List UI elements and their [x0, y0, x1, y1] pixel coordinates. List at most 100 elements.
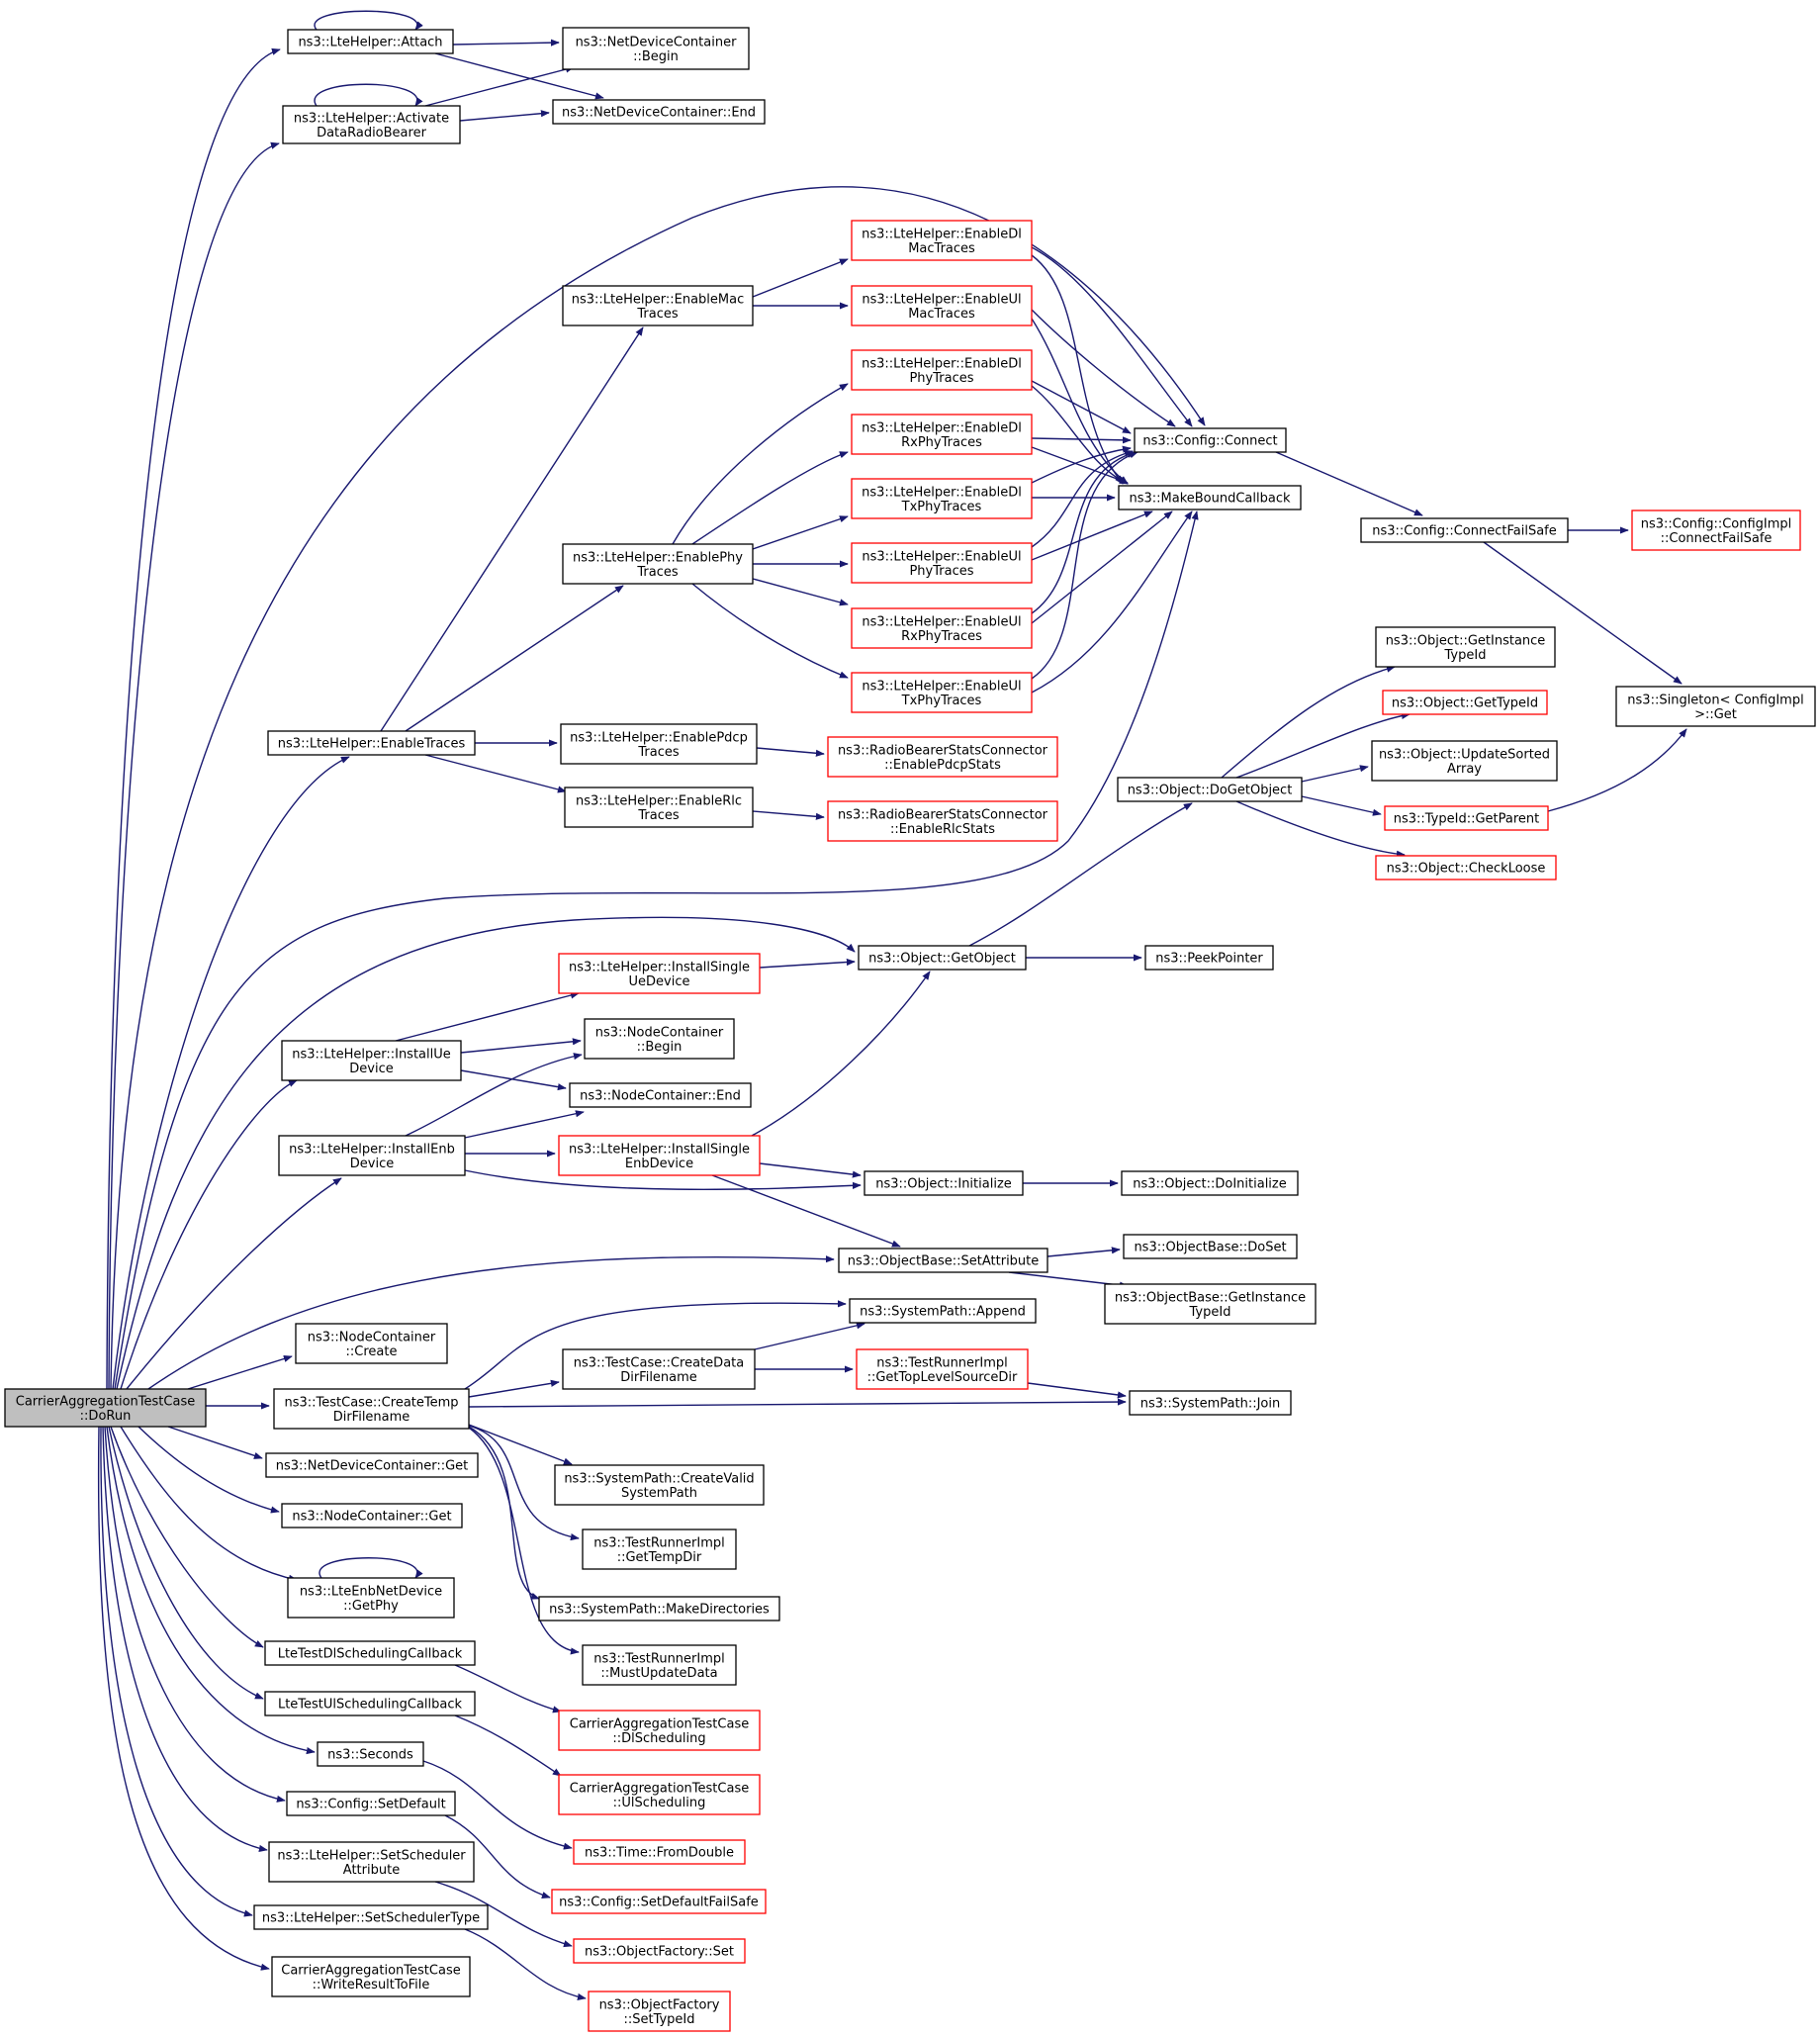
node-label-line: ns3::NodeContainer::Get: [292, 1510, 451, 1525]
node-make-bound[interactable]: ns3::MakeBoundCallback: [1118, 485, 1302, 510]
node-sp-join[interactable]: ns3::SystemPath::Join: [1129, 1390, 1292, 1416]
node-label-line: ns3::LteHelper::EnableUl: [862, 679, 1021, 694]
node-label-line: ns3::SystemPath::CreateValid: [564, 1471, 754, 1486]
node-typeid-getparent[interactable]: ns3::TypeId::GetParent: [1384, 805, 1549, 831]
node-config-connect[interactable]: ns3::Config::Connect: [1134, 427, 1287, 453]
node-of-settypeid[interactable]: ns3::ObjectFactory::SetTypeId: [588, 1991, 731, 2032]
node-rbsc-pdcp[interactable]: ns3::RadioBearerStatsConnector::EnablePd…: [827, 736, 1058, 778]
node-box: [268, 1841, 475, 1883]
node-label-line: ns3::SystemPath::Join: [1140, 1397, 1280, 1412]
node-get-typeid[interactable]: ns3::Object::GetTypeId: [1382, 690, 1548, 715]
node-root[interactable]: CarrierAggregationTestCase::DoRun: [4, 1388, 207, 1428]
node-label-line: ns3::MakeBoundCallback: [1129, 492, 1291, 507]
node-box: [1631, 510, 1801, 551]
node-label-line: ns3::TestCase::CreateData: [574, 1355, 744, 1370]
edge-ultxphy-makebound: [1031, 510, 1193, 694]
node-label-line: ns3::LteHelper::EnableRlc: [576, 793, 742, 808]
node-singleton-get[interactable]: ns3::Singleton< ConfigImpl >::Get: [1615, 686, 1816, 727]
node-peek-pointer[interactable]: ns3::PeekPointer: [1144, 945, 1274, 971]
node-box: [1371, 740, 1558, 782]
node-label-line: ::GetTopLevelSourceDir: [867, 1370, 1018, 1385]
node-enable-traces[interactable]: ns3::LteHelper::EnableTraces: [267, 730, 476, 756]
node-box: [569, 1082, 752, 1108]
node-nc-end[interactable]: ns3::NodeContainer::End: [569, 1082, 752, 1108]
node-label-line: LteTestUlSchedulingCallback: [278, 1698, 463, 1713]
node-config-setdefault[interactable]: ns3::Config::SetDefault: [286, 1791, 456, 1816]
node-get-top-level[interactable]: ns3::TestRunnerImpl::GetTopLevelSourceDi…: [856, 1348, 1029, 1390]
node-set-sched-type[interactable]: ns3::LteHelper::SetSchedulerType: [253, 1904, 489, 1930]
edge-createdata-append: [754, 1322, 865, 1350]
node-obj-initialize[interactable]: ns3::Object::Initialize: [864, 1170, 1024, 1196]
node-dl-sched-cb[interactable]: LteTestDlSchedulingCallback: [264, 1640, 476, 1666]
node-box: [851, 285, 1033, 326]
edge-ulphy-makebound: [1031, 510, 1153, 561]
node-obj-doinitialize[interactable]: ns3::Object::DoInitialize: [1121, 1170, 1299, 1196]
node-ul-sched-cb[interactable]: LteTestUlSchedulingCallback: [264, 1691, 476, 1716]
node-sp-append[interactable]: ns3::SystemPath::Append: [849, 1298, 1037, 1324]
node-do-set[interactable]: ns3::ObjectBase::DoSet: [1123, 1234, 1298, 1259]
node-config-setdefault-fs[interactable]: ns3::Config::SetDefaultFailSafe: [551, 1889, 767, 1914]
node-do-get-object[interactable]: ns3::Object::DoGetObject: [1117, 777, 1303, 802]
node-nc-get[interactable]: ns3::NodeContainer::Get: [281, 1503, 463, 1528]
node-nc-create[interactable]: ns3::NodeContainer::Create: [295, 1323, 448, 1364]
node-time-fromdouble[interactable]: ns3::Time::FromDouble: [573, 1839, 746, 1865]
node-attach[interactable]: ns3::LteHelper::Attach: [287, 29, 454, 54]
node-label-line: PhyTraces: [909, 371, 973, 386]
node-rbsc-rlc[interactable]: ns3::RadioBearerStatsConnector::EnableRl…: [827, 800, 1058, 842]
node-get-temp-dir[interactable]: ns3::TestRunnerImpl::GetTempDir: [582, 1528, 737, 1570]
node-box: [267, 730, 476, 756]
edge-activate-self: [314, 83, 423, 107]
node-seconds[interactable]: ns3::Seconds: [317, 1741, 424, 1767]
node-sp-make-dirs[interactable]: ns3::SystemPath::MakeDirectories: [538, 1596, 780, 1621]
node-ca-ul-sched[interactable]: CarrierAggregationTestCase::UlScheduling: [558, 1774, 761, 1815]
node-label-line: ns3::Config::Connect: [1142, 434, 1277, 449]
node-label-line: ns3::LteHelper::EnableUl: [862, 292, 1021, 307]
node-ndc-end[interactable]: ns3::NetDeviceContainer::End: [552, 99, 766, 125]
node-get-object[interactable]: ns3::Object::GetObject: [858, 945, 1027, 971]
node-check-loose[interactable]: ns3::Object::CheckLoose: [1375, 855, 1557, 880]
node-configimpl-cfs[interactable]: ns3::Config::ConfigImpl::ConnectFailSafe: [1631, 510, 1801, 551]
node-ndc-begin[interactable]: ns3::NetDeviceContainer::Begin: [562, 27, 750, 70]
node-set-attribute[interactable]: ns3::ObjectBase::SetAttribute: [838, 1248, 1048, 1273]
node-connect-failsafe[interactable]: ns3::Config::ConnectFailSafe: [1360, 517, 1569, 543]
node-nc-begin[interactable]: ns3::NodeContainer::Begin: [584, 1018, 735, 1060]
edge-phy-dlphy: [672, 383, 849, 545]
node-label-line: ::MustUpdateData: [600, 1666, 717, 1681]
node-label-line: ns3::LteHelper::EnableMac: [572, 292, 745, 307]
node-box: [1118, 485, 1302, 510]
node-ca-dl-sched[interactable]: CarrierAggregationTestCase::DlScheduling: [558, 1710, 761, 1751]
node-enb-getphy[interactable]: ns3::LteEnbNetDevice::GetPhy: [287, 1577, 455, 1619]
node-write-result[interactable]: CarrierAggregationTestCase::WriteResultT…: [271, 1956, 471, 1997]
node-label-line: ns3::LteHelper::InstallSingle: [569, 1142, 750, 1157]
node-box: [582, 1528, 737, 1570]
node-of-set[interactable]: ns3::ObjectFactory::Set: [573, 1938, 746, 1964]
node-must-update[interactable]: ns3::TestRunnerImpl::MustUpdateData: [582, 1644, 737, 1686]
node-ndc-get[interactable]: ns3::NetDeviceContainer::Get: [265, 1452, 479, 1478]
node-label-line: ns3::LteEnbNetDevice: [300, 1584, 442, 1599]
